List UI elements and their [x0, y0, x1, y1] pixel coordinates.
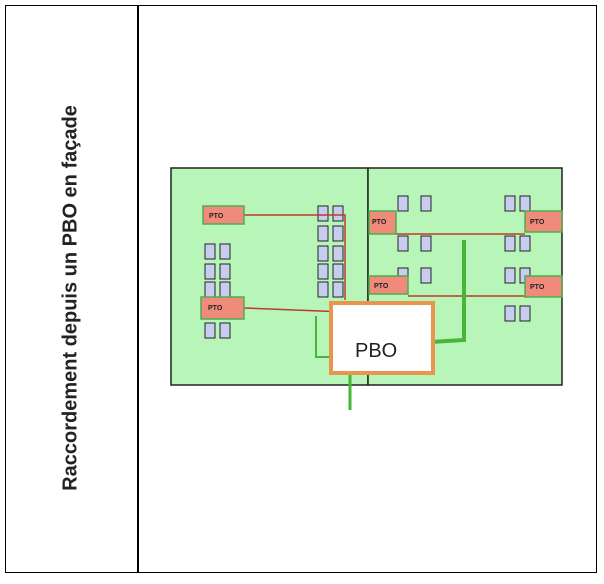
windows-left	[204, 205, 344, 339]
pto-box-4: PTO	[524, 210, 563, 233]
pbo-label: PBO	[355, 340, 397, 362]
pto-label: PTO	[374, 283, 389, 290]
pto-label: PTO	[372, 219, 387, 226]
pto-box-1: PTO	[202, 205, 245, 225]
table-frame: Raccordement depuis un PBO en façade	[5, 5, 597, 573]
pto-box-2: PTO	[200, 296, 245, 320]
pto-label: PTO	[208, 305, 223, 312]
pto-label: PTO	[209, 213, 224, 220]
pto-label: PTO	[530, 219, 545, 226]
pbo-box: PBO	[329, 301, 435, 375]
pto-box-6: PTO	[524, 275, 563, 298]
pto-box-3: PTO	[368, 210, 397, 235]
pto-label: PTO	[530, 284, 545, 291]
pto-box-5: PTO	[368, 275, 409, 295]
cell-divider	[137, 6, 139, 572]
red-cables	[243, 214, 525, 313]
